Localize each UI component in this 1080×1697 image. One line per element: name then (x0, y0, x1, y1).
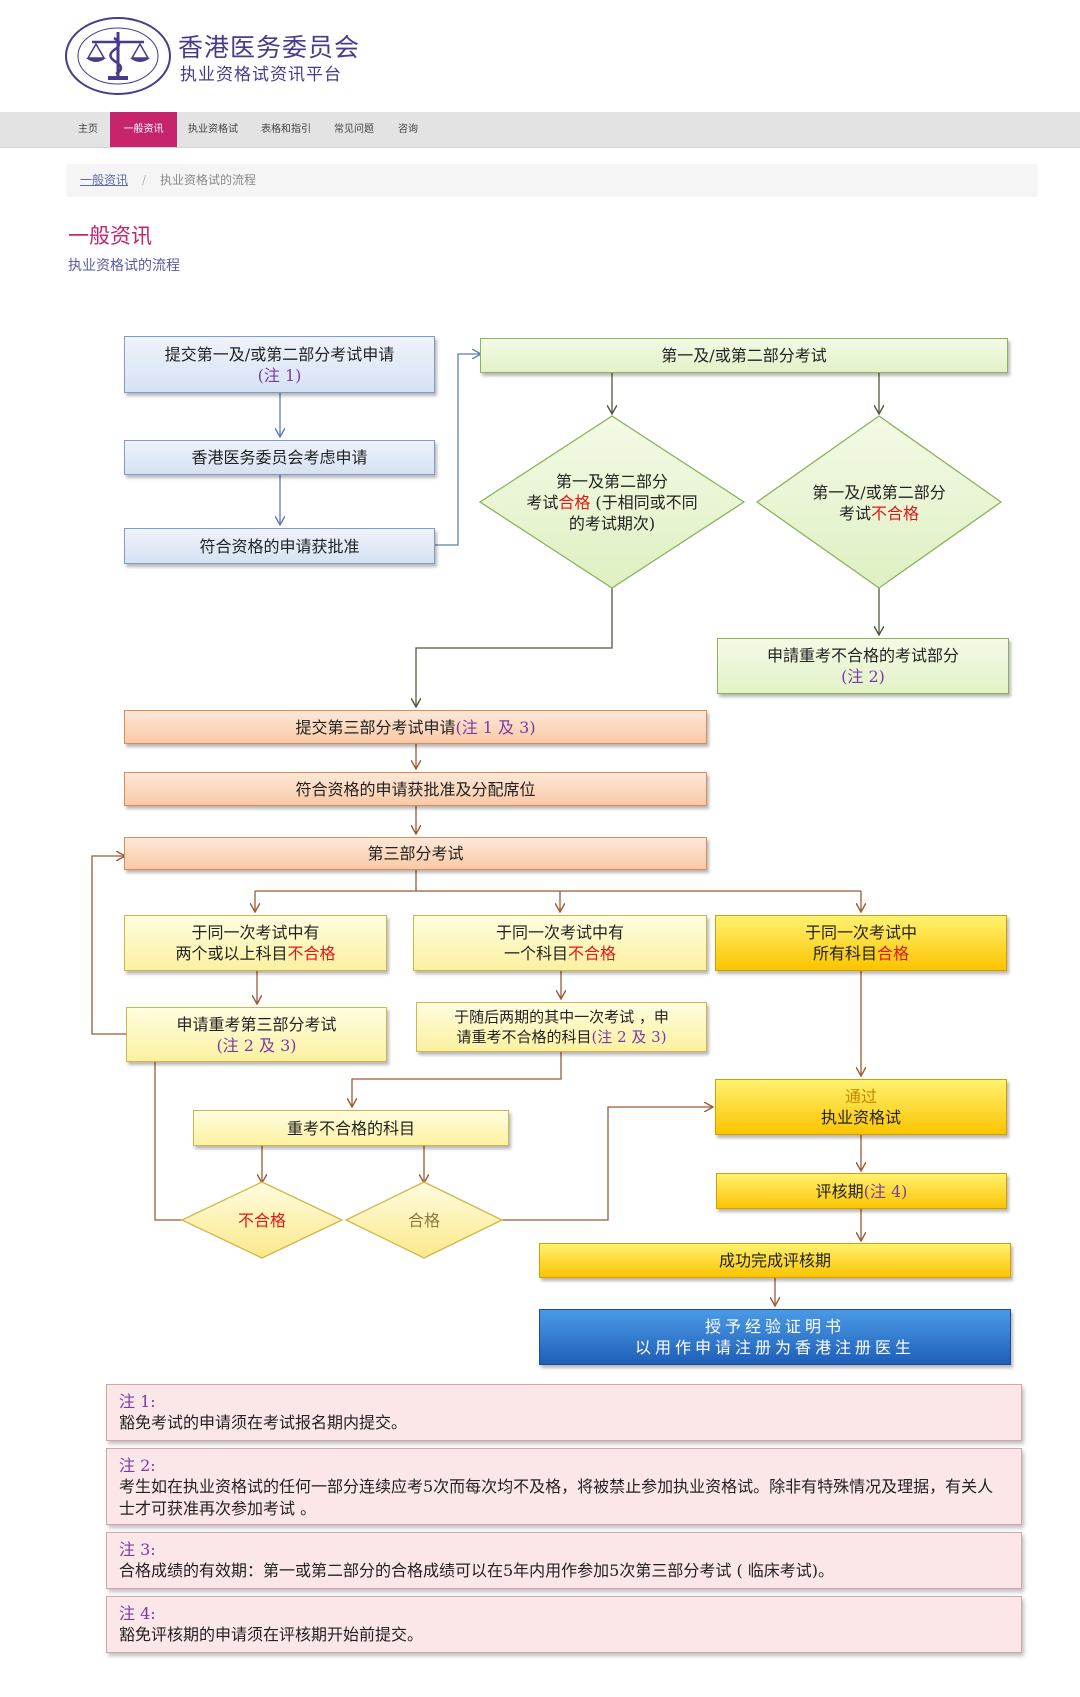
submit-part3-label: 提交第三部分考试申请 (295, 717, 456, 737)
part12-exam-label: 第一及/或第二部分考试 (661, 346, 827, 365)
retake-next-note: (注 2 及 3) (591, 1028, 667, 1046)
grant-line2: 以用作申请注册为香港注册医生 (634, 1338, 915, 1357)
two-fail-line2a: 两个或以上科目 (175, 944, 288, 963)
platform-name: 执业资格试资讯平台 (180, 65, 342, 85)
two-fail-line2b: 不合格 (287, 944, 336, 963)
all-subjects-passed: 于同一次考试中 所有科目合格 (715, 915, 1007, 971)
retake-fail-label: 不合格 (237, 1210, 286, 1230)
eligible-application-approved: 符合资格的申请获批准 (124, 528, 435, 564)
pass-p12-line2b: 合格 (558, 492, 591, 512)
reapply-failed-part: 申請重考不合格的考试部分 (注 2) (717, 638, 1009, 694)
note-3-title: 注 3: (119, 1540, 156, 1559)
fail-p12-line2a: 考试 (838, 504, 871, 523)
approved-seat-label: 符合资格的申请获批准及分配席位 (295, 779, 536, 799)
retake-failed-subjects: 重考不合格的科目 (193, 1110, 509, 1146)
licensing-exam-passed: 通过 执业资格试 (715, 1079, 1007, 1135)
site-header: 香港医务委员会 执业资格试资讯平台 (0, 0, 1080, 112)
nav-item-faq[interactable]: 常见问题 (334, 124, 374, 135)
note-4-body: 豁免评核期的申请须在评核期开始前提交。 (119, 1625, 424, 1644)
note-2-title: 注 2: (119, 1456, 156, 1475)
two-fail-line1: 于同一次考试中有 (191, 923, 320, 942)
two-or-more-subjects-failed: 于同一次考试中有 两个或以上科目不合格 (124, 915, 387, 971)
all-pass-line2b: 合格 (877, 944, 910, 963)
note-1-ref: (注 1) (257, 365, 302, 385)
breadcrumb-current: 执业资格试的流程 (160, 173, 257, 187)
medical-council-logo[interactable] (64, 16, 172, 96)
assessment-period: 评核期(注 4) (716, 1173, 1007, 1209)
council-consider-application: 香港医务委员会考虑申请 (124, 440, 435, 475)
main-nav: 主页 一般资讯 执业资格试 表格和指引 常见问题 咨询 (0, 112, 1080, 148)
note-4-ref: (注 4) (863, 1181, 908, 1201)
pass-p12-line3: 的考试期次) (568, 513, 656, 533)
note-4-title: 注 4: (119, 1604, 156, 1623)
submit-part3-application: 提交第三部分考试申请(注 1 及 3) (124, 710, 707, 744)
fail-p12-line2b: 不合格 (871, 504, 920, 523)
reapply-failed-label: 申請重考不合格的考试部分 (766, 646, 959, 665)
submit-part12-label: 提交第一及/或第二部分考试申请 (164, 344, 395, 364)
note-3: 注 3: 合格成绩的有效期：第一或第二部分的合格成绩可以在5年内用作参加5次第三… (106, 1532, 1022, 1589)
note-2: 注 2: 考生如在执业资格试的任何一部分连续应考5次而每次均不及格，将被禁止参加… (106, 1448, 1022, 1525)
grant-line1: 授予经验证明书 (704, 1317, 845, 1336)
note-3-body: 合格成绩的有效期：第一或第二部分的合格成绩可以在5年内用作参加5次第三部分考试 … (119, 1561, 835, 1580)
part3-exam: 第三部分考试 (124, 837, 707, 870)
note-2-3-ref: (注 2 及 3) (216, 1035, 297, 1055)
retake-failed-label: 重考不合格的科目 (286, 1118, 415, 1138)
one-fail-line1: 于同一次考试中有 (495, 923, 624, 942)
retake-next-line2: 请重考不合格的科目 (456, 1028, 592, 1046)
note-1-3-ref: (注 1 及 3) (455, 717, 536, 737)
pass-p12-line2a: 考试 (526, 492, 559, 512)
nav-item-home[interactable]: 主页 (78, 124, 98, 135)
note-4: 注 4: 豁免评核期的申请须在评核期开始前提交。 (106, 1596, 1022, 1653)
pass-p12-line2c: (于相同或不同 (590, 492, 698, 512)
one-fail-line2a: 一个科目 (503, 944, 568, 963)
nav-item-general-info[interactable]: 一般资讯 (110, 112, 177, 147)
complete-assessment-label: 成功完成评核期 (718, 1251, 831, 1270)
breadcrumb-separator: / (142, 173, 147, 187)
assessment-completed: 成功完成评核期 (539, 1243, 1011, 1278)
nav-item-enquiry[interactable]: 咨询 (398, 124, 418, 135)
retake-fail-decision: 不合格 (202, 1208, 322, 1232)
council-consider-label: 香港医务委员会考虑申请 (191, 448, 368, 467)
note-1-body: 豁免考试的申请须在考试报名期内提交。 (119, 1413, 408, 1432)
fail-p12-line1: 第一及/或第二部分 (812, 483, 946, 502)
submit-part12-application: 提交第一及/或第二部分考试申请 (注 1) (124, 336, 435, 393)
retake-pass-decision: 合格 (364, 1208, 484, 1232)
note-2-ref: (注 2) (841, 667, 885, 686)
retake-failed-subject-next-sessions: 于随后两期的其中一次考试 ，申 请重考不合格的科目(注 2 及 3) (416, 1002, 707, 1052)
breadcrumb: 一般资讯 / 执业资格试的流程 (66, 164, 1038, 197)
nav-item-licensing-exam[interactable]: 执业资格试 (188, 124, 238, 135)
all-pass-line2a: 所有科目 (812, 944, 877, 963)
breadcrumb-link-general-info[interactable]: 一般资讯 (80, 173, 129, 187)
passed-line1: 通过 (844, 1087, 877, 1106)
retake-pass-label: 合格 (407, 1210, 440, 1230)
part3-exam-label: 第三部分考试 (367, 844, 464, 863)
assessment-label: 评核期 (815, 1181, 864, 1201)
eligible-approved-label: 符合资格的申请获批准 (199, 536, 360, 556)
part12-fail-decision: 第一及/或第二部分 考试不合格 (770, 478, 988, 528)
org-name: 香港医务委员会 (178, 33, 361, 62)
passed-line2: 执业资格试 (820, 1108, 901, 1127)
all-pass-line1: 于同一次考试中 (804, 923, 917, 942)
one-subject-failed: 于同一次考试中有 一个科目不合格 (413, 915, 707, 971)
pass-p12-line1: 第一及第二部分 (555, 471, 668, 491)
page-subtitle: 执业资格试的流程 (68, 258, 180, 274)
note-1-title: 注 1: (119, 1392, 156, 1411)
certificate-of-experience: 授予经验证明书 以用作申请注册为香港注册医生 (539, 1309, 1011, 1365)
note-2-body: 考生如在执业资格试的任何一部分连续应考5次而每次均不及格，将被禁止参加执业资格试… (119, 1477, 994, 1518)
reapply-p3-label: 申请重考第三部分考试 (176, 1014, 337, 1034)
note-1: 注 1: 豁免考试的申请须在考试报名期内提交。 (106, 1384, 1022, 1441)
approved-and-seat-allocated: 符合资格的申请获批准及分配席位 (124, 772, 707, 806)
page-title: 一般资讯 (68, 224, 152, 248)
nav-item-forms-guides[interactable]: 表格和指引 (261, 124, 311, 135)
reapply-part3-exam: 申请重考第三部分考试 (注 2 及 3) (126, 1007, 387, 1062)
part12-exam: 第一及/或第二部分考试 (480, 338, 1008, 373)
one-fail-line2b: 不合格 (568, 944, 617, 963)
retake-next-line1: 于随后两期的其中一次考试 ，申 (454, 1008, 669, 1026)
part12-pass-decision: 第一及第二部分 考试合格 (于相同或不同 的考试期次) (500, 462, 724, 542)
